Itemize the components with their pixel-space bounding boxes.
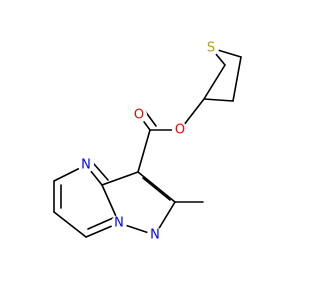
bond-c3-c4 [232,56,242,102]
sulfur-label: S [207,41,215,56]
bond-c3-c2pz [137,171,176,203]
bond-c3a-c3 [101,171,139,186]
bond-c4-c1 [203,98,234,102]
bonds [53,47,242,238]
ester-oxygen-label: O [175,123,185,138]
carbonyl-oxygen-label: O [134,108,144,123]
pyrazole-nitrogen-label: N [150,228,160,243]
bond-c1-c2 [203,64,226,100]
pyrimidine-nitrogen-label: N [81,158,91,173]
atom-labels: S O O N N N [78,40,219,243]
bridgehead-nitrogen-label: N [114,216,124,231]
bond-c7-n7a-double [87,217,114,230]
bond-carbonyl-c3 [137,129,151,173]
bond-c3a-n4-double [93,163,109,181]
bond-c6-c7 [53,211,87,238]
structure-diagram: S O O N N N [53,40,242,243]
bond-c3-c2pz-double [142,177,171,201]
